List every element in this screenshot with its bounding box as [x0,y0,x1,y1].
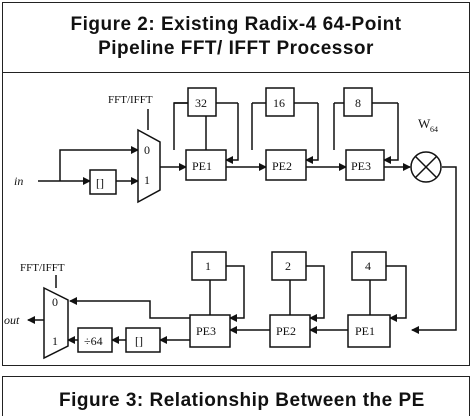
next-figure-title: Figure 3: Relationship Between the PE [59,390,425,411]
bottom-mux-input-1: 1 [52,334,58,348]
top-pe2-block [265,149,307,181]
bottom-fb1-label: 1 [205,259,211,273]
top-pe1-label: PE1 [192,159,212,173]
top-fb2-label: 16 [273,96,285,110]
bottom-fb2-block [271,251,307,281]
bottom-mux-label: FFT/IFFT [20,262,65,274]
figure-title-box: Figure 2: Existing Radix-4 64-Point Pipe… [3,3,469,73]
figure-title-line-2: Pipeline FFT/ IFFT Processor [98,38,374,59]
bottom-delay-label: [] [135,334,143,348]
top-fb2-block [265,87,295,117]
top-delay-block [89,169,117,195]
top-fb1-label: 32 [195,96,207,110]
figure-frame: Figure 2: Existing Radix-4 64-Point Pipe… [2,2,470,366]
top-pe3-label: PE3 [351,159,371,173]
bottom-divider-block [77,327,113,353]
bottom-mux [43,286,69,360]
bottom-pe3-block [189,314,231,348]
bottom-fb1-block [191,251,227,281]
input-to-mux0-arrow [59,146,139,181]
figure-title-line-1: Figure 2: Existing Radix-4 64-Point [70,14,402,35]
twiddle-label: W [418,116,431,131]
bottom-mux-input-0: 0 [52,295,58,309]
top-mux [137,128,161,204]
bottom-delay-block [125,327,161,353]
bottom-pe1-label: PE1 [355,324,375,338]
twiddle-subscript: 64 [430,125,438,134]
bottom-divider-label: ÷64 [84,334,103,348]
bottom-pe2-block [269,314,311,348]
top-mux-input-0: 0 [144,143,150,157]
fft-pipeline-diagram: FFT/IFFT 0 1 in [] PE1 PE2 PE3 32 16 8 W… [4,87,457,360]
top-pe1-block [185,149,227,181]
b-pe3-to-mux0-arrow [69,297,190,319]
bottom-pe2-label: PE2 [276,324,296,338]
output-label: out [4,313,20,327]
top-delay-label: [] [96,176,104,190]
input-label: in [14,174,23,188]
top-fb1-block [187,87,217,117]
top-fb3-label: 8 [355,96,361,110]
next-figure-frame: Figure 3: Relationship Between the PE [2,376,470,416]
bottom-pe3-label: PE3 [196,324,216,338]
top-pe2-label: PE2 [272,159,292,173]
bottom-fb2-label: 2 [285,259,291,273]
top-mux-label: FFT/IFFT [108,94,153,106]
top-fb3-block [343,87,373,117]
top-pe3-block [345,149,385,181]
twiddle-to-bottom-arrow [411,166,457,334]
top-mux-input-1: 1 [144,173,150,187]
bottom-fb4-block [351,251,387,281]
bottom-fb4-label: 4 [365,259,371,273]
bottom-pe1-block [347,314,391,348]
